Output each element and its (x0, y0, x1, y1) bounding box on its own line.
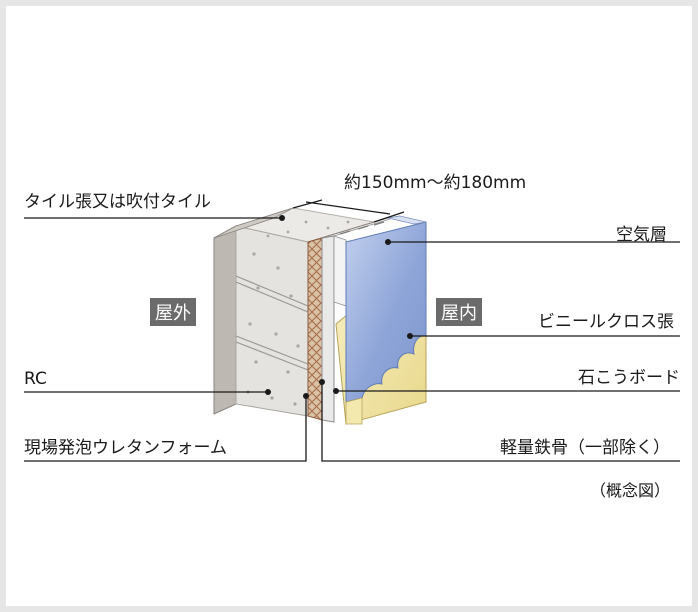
foam-layer (307, 237, 323, 421)
inner-top (387, 215, 427, 225)
caption: （概念図） (590, 481, 670, 500)
label-tile: タイル張又は吹付タイル (24, 192, 211, 212)
wall-section-diagram: 約150mm〜約180mm タイル張又は吹付タイル 屋外 RC 現場発泡ウレタン… (24, 173, 680, 500)
dot-air-layer (385, 239, 391, 245)
dot-steel-frame (319, 379, 325, 385)
dot-gypsum (333, 388, 339, 394)
tag-outside-text: 屋外 (155, 303, 191, 324)
tile-layer (213, 225, 237, 415)
stud-top-marks (339, 221, 385, 235)
rebar-lines (235, 275, 309, 371)
leader-foam (24, 396, 307, 462)
tag-inside-text: 屋内 (441, 303, 477, 324)
label-steel-frame: 軽量鉄骨（一部除く） (500, 438, 670, 458)
tag-outside (150, 298, 196, 326)
dot-vinyl-cloth (407, 333, 413, 339)
label-air-layer: 空気層 (616, 225, 667, 245)
rc-layer (235, 225, 309, 417)
label-vinyl-cloth: ビニールクロス張 (538, 312, 674, 332)
label-rc: RC (24, 369, 47, 389)
dot-tile (279, 215, 285, 221)
dimension-marker: 約150mm〜約180mm (292, 173, 526, 223)
leader-steel-frame (321, 382, 680, 462)
dot-foam (303, 393, 309, 399)
label-foam: 現場発泡ウレタンフォーム (24, 438, 227, 458)
stud-side (333, 235, 347, 307)
wall-block (213, 207, 427, 425)
dimension-label: 約150mm〜約180mm (344, 173, 526, 193)
label-gypsum: 石こうボード (578, 368, 680, 388)
diagram-frame: 約150mm〜約180mm タイル張又は吹付タイル 屋外 RC 現場発泡ウレタン… (6, 6, 692, 606)
steel-stud (321, 235, 335, 423)
board-edge (345, 397, 363, 425)
dot-rc (265, 389, 271, 395)
vinyl-cloth-layer (345, 221, 427, 403)
tag-inside (436, 298, 482, 326)
